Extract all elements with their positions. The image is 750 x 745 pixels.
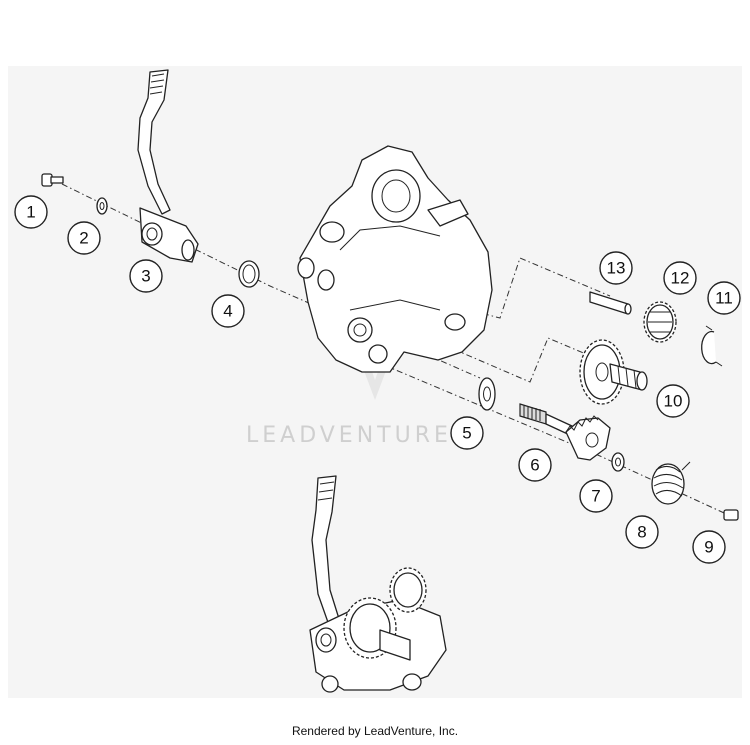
watermark-text: LEADVENTURE — [246, 423, 452, 448]
washer-part — [96, 197, 108, 215]
svg-text:9: 9 — [704, 538, 713, 557]
thrust-washer-part — [478, 377, 496, 411]
assembled-view — [309, 475, 447, 693]
svg-text:13: 13 — [607, 259, 626, 278]
callout-10[interactable]: 10 — [656, 384, 690, 418]
watermark: LEADVENTURE — [246, 360, 452, 448]
callout-2[interactable]: 2 — [67, 221, 101, 255]
callout-9[interactable]: 9 — [692, 530, 726, 564]
svg-text:8: 8 — [637, 523, 646, 542]
callout-3[interactable]: 3 — [129, 259, 163, 293]
intermediate-gear-part — [579, 339, 648, 405]
bolt-part — [41, 173, 64, 187]
svg-text:6: 6 — [530, 456, 539, 475]
torsion-spring-part — [651, 461, 691, 505]
svg-text:12: 12 — [671, 269, 690, 288]
svg-text:7: 7 — [591, 487, 600, 506]
kick-starter-lever-part — [137, 69, 199, 263]
svg-text:2: 2 — [79, 229, 88, 248]
svg-text:11: 11 — [715, 289, 733, 308]
bushing-part — [589, 291, 632, 315]
callout-6[interactable]: 6 — [518, 448, 552, 482]
engine-cover-part — [297, 145, 493, 373]
svg-text:5: 5 — [462, 424, 471, 443]
kick-starter-shaft-part — [519, 403, 611, 461]
callout-1[interactable]: 1 — [14, 195, 48, 229]
seal-ring-part — [238, 260, 260, 288]
svg-text:3: 3 — [141, 267, 150, 286]
callout-13[interactable]: 13 — [599, 251, 633, 285]
svg-text:1: 1 — [26, 203, 35, 222]
callout-8[interactable]: 8 — [625, 515, 659, 549]
svg-text:10: 10 — [664, 392, 683, 411]
callout-12[interactable]: 12 — [663, 261, 697, 295]
footer-credit: Rendered by LeadVenture, Inc. — [291, 724, 459, 738]
callout-11[interactable]: 11 — [707, 281, 741, 315]
callout-5[interactable]: 5 — [450, 416, 484, 450]
svg-text:4: 4 — [223, 302, 232, 321]
pin-part — [723, 509, 739, 521]
snap-ring-part — [701, 325, 723, 367]
small-washer-part — [611, 452, 625, 472]
callout-4[interactable]: 4 — [211, 294, 245, 328]
callout-7[interactable]: 7 — [579, 479, 613, 513]
small-gear-part — [643, 301, 677, 343]
